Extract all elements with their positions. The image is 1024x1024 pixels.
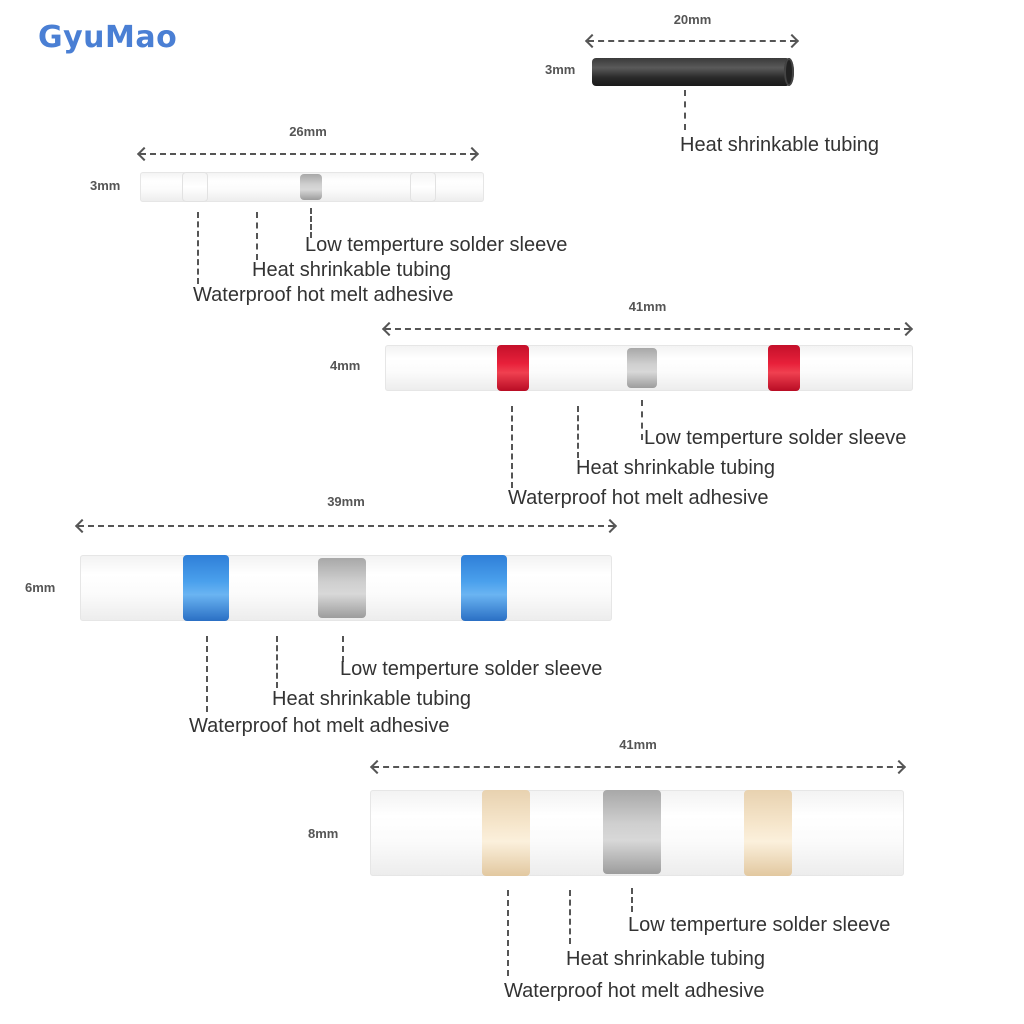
diameter-label: 3mm — [545, 62, 576, 77]
leader-line-solder — [342, 636, 344, 662]
black-heat-shrink-tube — [592, 58, 794, 86]
adhesive-ring-left — [182, 172, 208, 202]
label-hot-melt-adhesive: Waterproof hot melt adhesive — [508, 487, 769, 509]
label-hot-melt-adhesive: Waterproof hot melt adhesive — [193, 284, 454, 306]
label-solder-sleeve: Low temperture solder sleeve — [644, 427, 907, 449]
length-dimension-line — [78, 525, 614, 527]
blue-adhesive-ring-left — [183, 555, 229, 621]
leader-line-solder — [641, 400, 643, 440]
diameter-label: 8mm — [308, 826, 339, 841]
leader-line-solder — [310, 208, 312, 238]
leader-line-tubing — [276, 636, 278, 688]
leader-line-adhesive — [507, 890, 509, 976]
leader-line-solder — [631, 888, 633, 912]
label-heat-shrinkable-tubing: Heat shrinkable tubing — [252, 259, 452, 281]
length-label: 41mm — [628, 299, 667, 314]
brand-logo: GyuMao — [38, 20, 178, 55]
label-solder-sleeve: Low temperture solder sleeve — [305, 234, 568, 256]
length-label: 20mm — [673, 12, 712, 27]
leader-line-adhesive — [206, 636, 208, 712]
diameter-label: 4mm — [330, 358, 361, 373]
length-dimension-line — [373, 766, 903, 768]
leader-line-adhesive — [197, 212, 199, 284]
diameter-label: 3mm — [90, 178, 121, 193]
label-heat-shrinkable-tubing: Heat shrinkable tubing — [272, 688, 472, 710]
label-solder-sleeve: Low temperture solder sleeve — [340, 658, 603, 680]
leader-line-tubing — [569, 890, 571, 944]
solder-sleeve — [603, 790, 661, 874]
red-adhesive-ring-left — [497, 345, 529, 391]
adhesive-ring-right — [410, 172, 436, 202]
leader-line-tubing — [577, 406, 579, 458]
length-label: 39mm — [327, 494, 365, 509]
label-hot-melt-adhesive: Waterproof hot melt adhesive — [504, 980, 765, 1002]
leader-line-tubing — [256, 212, 258, 260]
label-heat-shrinkable-tubing: Heat shrinkable tubing — [680, 134, 880, 156]
length-dimension-line — [140, 153, 476, 155]
label-heat-shrinkable-tubing: Heat shrinkable tubing — [576, 457, 776, 479]
beige-adhesive-ring-right — [744, 790, 792, 876]
label-solder-sleeve: Low temperture solder sleeve — [628, 914, 891, 936]
red-adhesive-ring-right — [768, 345, 800, 391]
diameter-label: 6mm — [25, 580, 56, 595]
length-dimension-line — [588, 40, 796, 42]
blue-adhesive-ring-right — [461, 555, 507, 621]
beige-adhesive-ring-left — [482, 790, 530, 876]
label-hot-melt-adhesive: Waterproof hot melt adhesive — [189, 715, 450, 737]
leader-line-adhesive — [511, 406, 513, 488]
label-heat-shrinkable-tubing: Heat shrinkable tubing — [566, 948, 766, 970]
solder-sleeve — [318, 558, 366, 618]
length-label: 41mm — [619, 737, 657, 752]
leader-line — [684, 90, 686, 130]
length-dimension-line — [385, 328, 910, 330]
solder-sleeve — [300, 174, 322, 200]
length-label: 26mm — [289, 124, 327, 139]
solder-sleeve — [627, 348, 657, 388]
